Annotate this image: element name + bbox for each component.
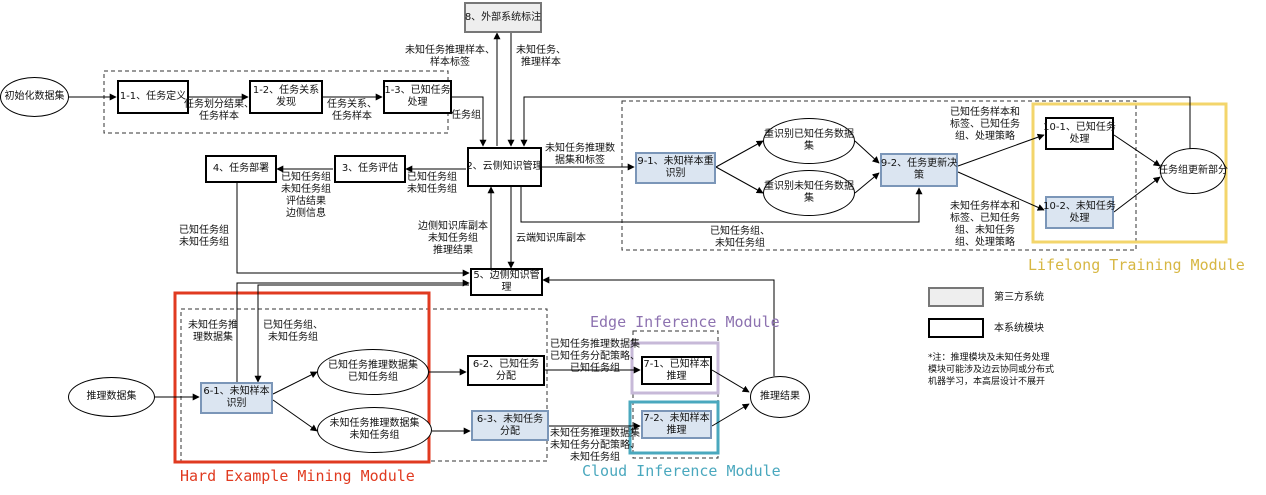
arrow-reid-to-unknown-set xyxy=(715,166,764,194)
arrow-update-to-cloud xyxy=(520,96,1191,160)
hard-example-module-title: Hard Example Mining Module xyxy=(180,467,415,485)
task-relation-node: 1-2、任务关系 发现 xyxy=(249,80,323,114)
hard-example-module-frame xyxy=(173,291,431,464)
edge-label-edge-copy: 边侧知识库副本 未知任务组 推理结果 xyxy=(418,221,488,256)
arrow-edge-to-mining xyxy=(254,284,469,383)
known-assign-node: 6-2、已知任务 分配 xyxy=(467,355,545,386)
edge-label-known-proc: 已知任务样本和 标签、已知任务 组、处理策略 xyxy=(950,107,1020,142)
edge-label-reid-dataset: 未知任务推理数 据集和标签 xyxy=(545,143,615,166)
arrow-unknown-set-to-decision xyxy=(854,172,880,194)
arrow-unknown-infer-to-result xyxy=(711,403,750,427)
unknown-infer-node: 7-2、未知样本 推理 xyxy=(641,410,712,439)
edge-label-unknown-tasks: 未知任务、 推理样本 xyxy=(516,45,566,68)
task-update-group xyxy=(621,100,1137,251)
edge-label-deploy: 已知任务组 未知任务组 xyxy=(407,172,457,195)
reid-known-set-node: 重识别已知任务数据 集 xyxy=(763,118,855,164)
unknown-ident-node: 6-1、未知样本 识别 xyxy=(200,382,273,414)
reid-unknown-set-node: 重识别未知任务数据 集 xyxy=(763,170,855,216)
known-infer-node: 7-1、已知样本 推理 xyxy=(641,356,712,385)
cloud-kb-node: 2、云侧知识管理 xyxy=(466,147,543,187)
task-define-node: 1-1、任务定义 xyxy=(117,80,189,114)
cloud-inference-module-title: Cloud Inference Module xyxy=(582,462,781,480)
edge-label-partition: 任务划分结果、 任务样本 xyxy=(184,99,254,122)
arrow-decision-to-unknown-proc xyxy=(957,171,1045,211)
edge-label-relation: 任务关系、 任务样本 xyxy=(327,99,377,122)
arrow-result-to-edge xyxy=(542,276,775,376)
edge-label-unknown-samples: 未知任务推理样本、 样本标签 xyxy=(405,45,495,68)
arrow-mining-to-edge xyxy=(236,279,470,382)
task-deploy-node: 4、任务部署 xyxy=(205,155,277,183)
arrow-known-infer-to-result xyxy=(711,369,750,393)
arrow-ident-to-unknown-set xyxy=(272,399,318,432)
lifelong-module-frame xyxy=(1031,102,1228,244)
edge-label-mining-groups: 已知任务组、 未知任务组 xyxy=(263,320,323,343)
legend-third-party-label: 第三方系统 xyxy=(994,292,1044,303)
unknown-assign-node: 6-3、未知任务 分配 xyxy=(471,410,549,441)
edge-kb-node: 5、边侧知识管 理 xyxy=(470,268,543,296)
legend-own-module-swatch xyxy=(928,318,984,338)
arrow-reid-to-known-set xyxy=(715,140,764,168)
arrow-decision-to-known-proc xyxy=(957,133,1045,167)
infer-dataset-node: 推理数据集 xyxy=(68,377,155,417)
task-update-decision-node: 9-2、任务更新决 策 xyxy=(880,153,958,187)
init-dataset-node: 初始化数据集 xyxy=(0,77,69,117)
task-eval-node: 3、任务评估 xyxy=(334,155,406,183)
edge-inference-module-title: Edge Inference Module xyxy=(590,313,780,331)
lifelong-module-title: Lifelong Training Module xyxy=(1028,256,1245,274)
arrow-known-proc-to-update xyxy=(1113,134,1161,167)
cloud-inference-frame xyxy=(628,400,720,455)
edge-label-unknown-assign: 未知任务推理数据集 未知任务分配策略、 未知任务组 xyxy=(550,428,640,463)
arrow-unknown-proc-to-update xyxy=(1113,176,1161,213)
infer-result-node: 推理结果 xyxy=(750,376,810,418)
legend-third-party-swatch xyxy=(928,287,984,307)
known-infer-set-node: 已知任务推理数据集 已知任务组 xyxy=(317,349,429,395)
edge-label-known-assign: 已知任务推理数据集 已知任务分配策略、 已知任务组 xyxy=(550,339,640,374)
edge-label-task-group: 任务组 xyxy=(451,110,481,121)
arrow-ident-to-known-set xyxy=(272,371,318,395)
known-task-proc-node: 1-3、已知任务 处理 xyxy=(383,80,452,114)
edge-label-eval-result: 已知任务组 未知任务组 评估结果 边侧信息 xyxy=(281,172,331,219)
edge-label-mining-dataset: 未知任务推 理数据集 xyxy=(188,320,238,343)
task-group-update-node: 任务组更新部分 xyxy=(1158,148,1228,194)
edge-label-deploy-left: 已知任务组 未知任务组 xyxy=(179,225,229,248)
arrow-known-to-cloud xyxy=(452,96,487,147)
known-proc-10-node: 10-1、已知任务 处理 xyxy=(1043,117,1116,150)
unknown-proc-10-node: 10-2、未知任务 处理 xyxy=(1043,196,1116,229)
arrow-cloud-to-decision xyxy=(520,186,923,223)
legend-own-module-label: 本系统模块 xyxy=(994,323,1044,334)
edge-label-task-groups: 已知任务组、 未知任务组 xyxy=(710,226,770,249)
edge-label-cloud-copy: 云端知识库副本 xyxy=(516,233,586,244)
unknown-reid-node: 9-1、未知样本重 识别 xyxy=(635,152,716,184)
edge-inference-frame xyxy=(630,341,720,395)
external-label-node: 8、外部系统标注 xyxy=(464,2,542,33)
unknown-infer-set-node: 未知任务推理数据集 未知任务组 xyxy=(317,407,432,453)
arrow-known-set-to-decision xyxy=(854,140,880,164)
legend-note: *注：推理模块及未知任务处理 模块可能涉及边云协同或分布式 机器学习，本高层设计… xyxy=(928,353,1055,387)
edge-label-unknown-proc: 未知任务样本和 标签、已知任务 组、未知任务 组、处理策略 xyxy=(950,201,1020,248)
arrow-deploy-to-edge xyxy=(236,183,470,277)
